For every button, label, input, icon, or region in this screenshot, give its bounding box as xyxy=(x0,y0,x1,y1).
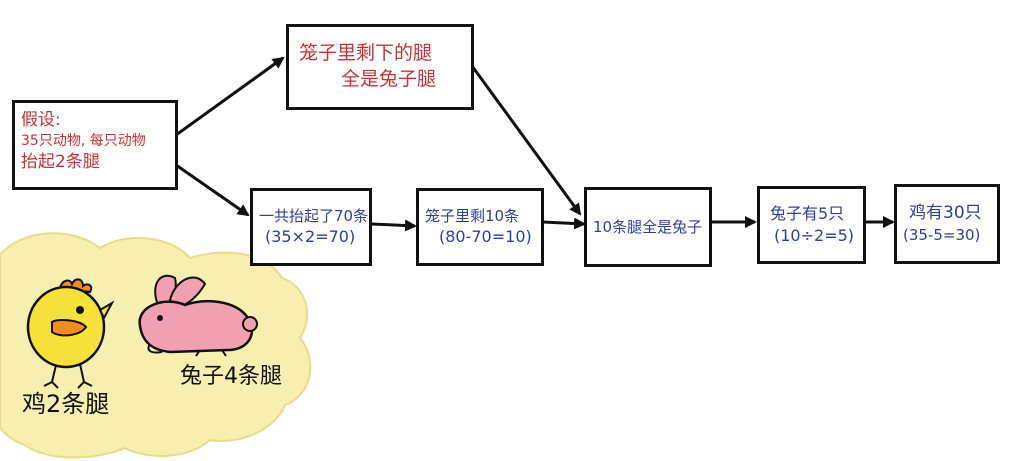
step-4-line-1: 兔子有5只 xyxy=(770,204,845,224)
remaining-legs-claim-box: 笼子里剩下的腿 全是兔子腿 xyxy=(286,24,474,110)
rabbit-legs-caption: 兔子4条腿 xyxy=(180,364,282,389)
arrow-step-1-to-step-2 xyxy=(371,219,417,232)
step-5-line-1: 鸡有30只 xyxy=(909,203,982,224)
step-1-line-1: 一共抬起了70条 xyxy=(259,207,369,226)
chick-icon xyxy=(26,278,115,389)
assumption-line-1: 假设: xyxy=(21,110,61,130)
claim-line-2: 全是兔子腿 xyxy=(341,68,437,90)
step-box-chicken-count: 鸡有30只 (35-5=30) xyxy=(894,184,1000,264)
chick-legs-caption: 鸡2条腿 xyxy=(22,390,110,418)
arrow-step-2-to-step-3 xyxy=(542,217,586,230)
assumption-line-3: 抬起2条腿 xyxy=(21,151,100,172)
assumption-line-2: 35只动物, 每只动物 xyxy=(21,132,146,149)
claim-line-1: 笼子里剩下的腿 xyxy=(299,42,433,65)
step-box-all-rabbit-legs: 10条腿全是兔子 xyxy=(584,187,712,267)
step-4-line-2: (10÷2=5) xyxy=(774,226,855,245)
arrow-assumption-to-step-1 xyxy=(175,163,250,217)
step-2-line-1: 笼子里剩10条 xyxy=(425,207,520,226)
step-2-line-2: (80-70=10) xyxy=(439,227,532,247)
step-box-rabbit-count: 兔子有5只 (10÷2=5) xyxy=(757,186,866,264)
assumption-box: 假设: 35只动物, 每只动物 抬起2条腿 xyxy=(12,100,178,190)
rabbit-icon xyxy=(138,275,258,357)
step-5-line-2: (35-5=30) xyxy=(903,226,981,245)
arrow-claim-to-step-3 xyxy=(470,65,582,216)
step-3-line-1: 10条腿全是兔子 xyxy=(593,217,703,236)
step-box-remaining-legs: 笼子里剩10条 (80-70=10) xyxy=(416,188,544,266)
step-box-total-raised: 一共抬起了70条 (35×2=70) xyxy=(250,188,372,266)
step-1-line-2: (35×2=70) xyxy=(265,227,356,247)
arrow-assumption-to-claim xyxy=(175,56,285,137)
flow-arrows xyxy=(175,56,895,232)
